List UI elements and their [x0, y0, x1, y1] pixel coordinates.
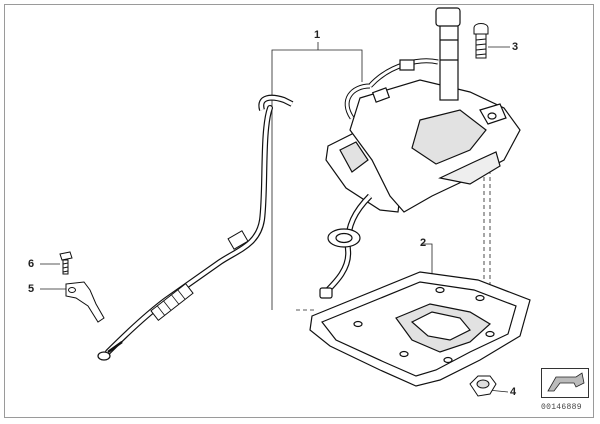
callout-6: 6 — [28, 258, 35, 270]
callout-5: 5 — [28, 283, 35, 295]
directional-arrow-icon — [541, 368, 589, 398]
diagram-frame — [4, 4, 594, 418]
small-bolt — [59, 251, 73, 275]
shifter-housing-frame — [309, 271, 531, 387]
gear-shift-mechanism — [319, 7, 521, 299]
shift-cable — [97, 94, 294, 361]
callout-1: 1 — [314, 29, 321, 41]
callout-4: 4 — [510, 386, 517, 398]
callout-2: 2 — [420, 237, 427, 249]
cable-bracket — [65, 281, 105, 323]
diagram-part-number: 00146889 — [541, 403, 582, 412]
top-bolt — [473, 23, 489, 59]
hex-nut — [469, 375, 497, 397]
callout-3: 3 — [512, 41, 519, 53]
arrow-shape — [547, 372, 585, 392]
